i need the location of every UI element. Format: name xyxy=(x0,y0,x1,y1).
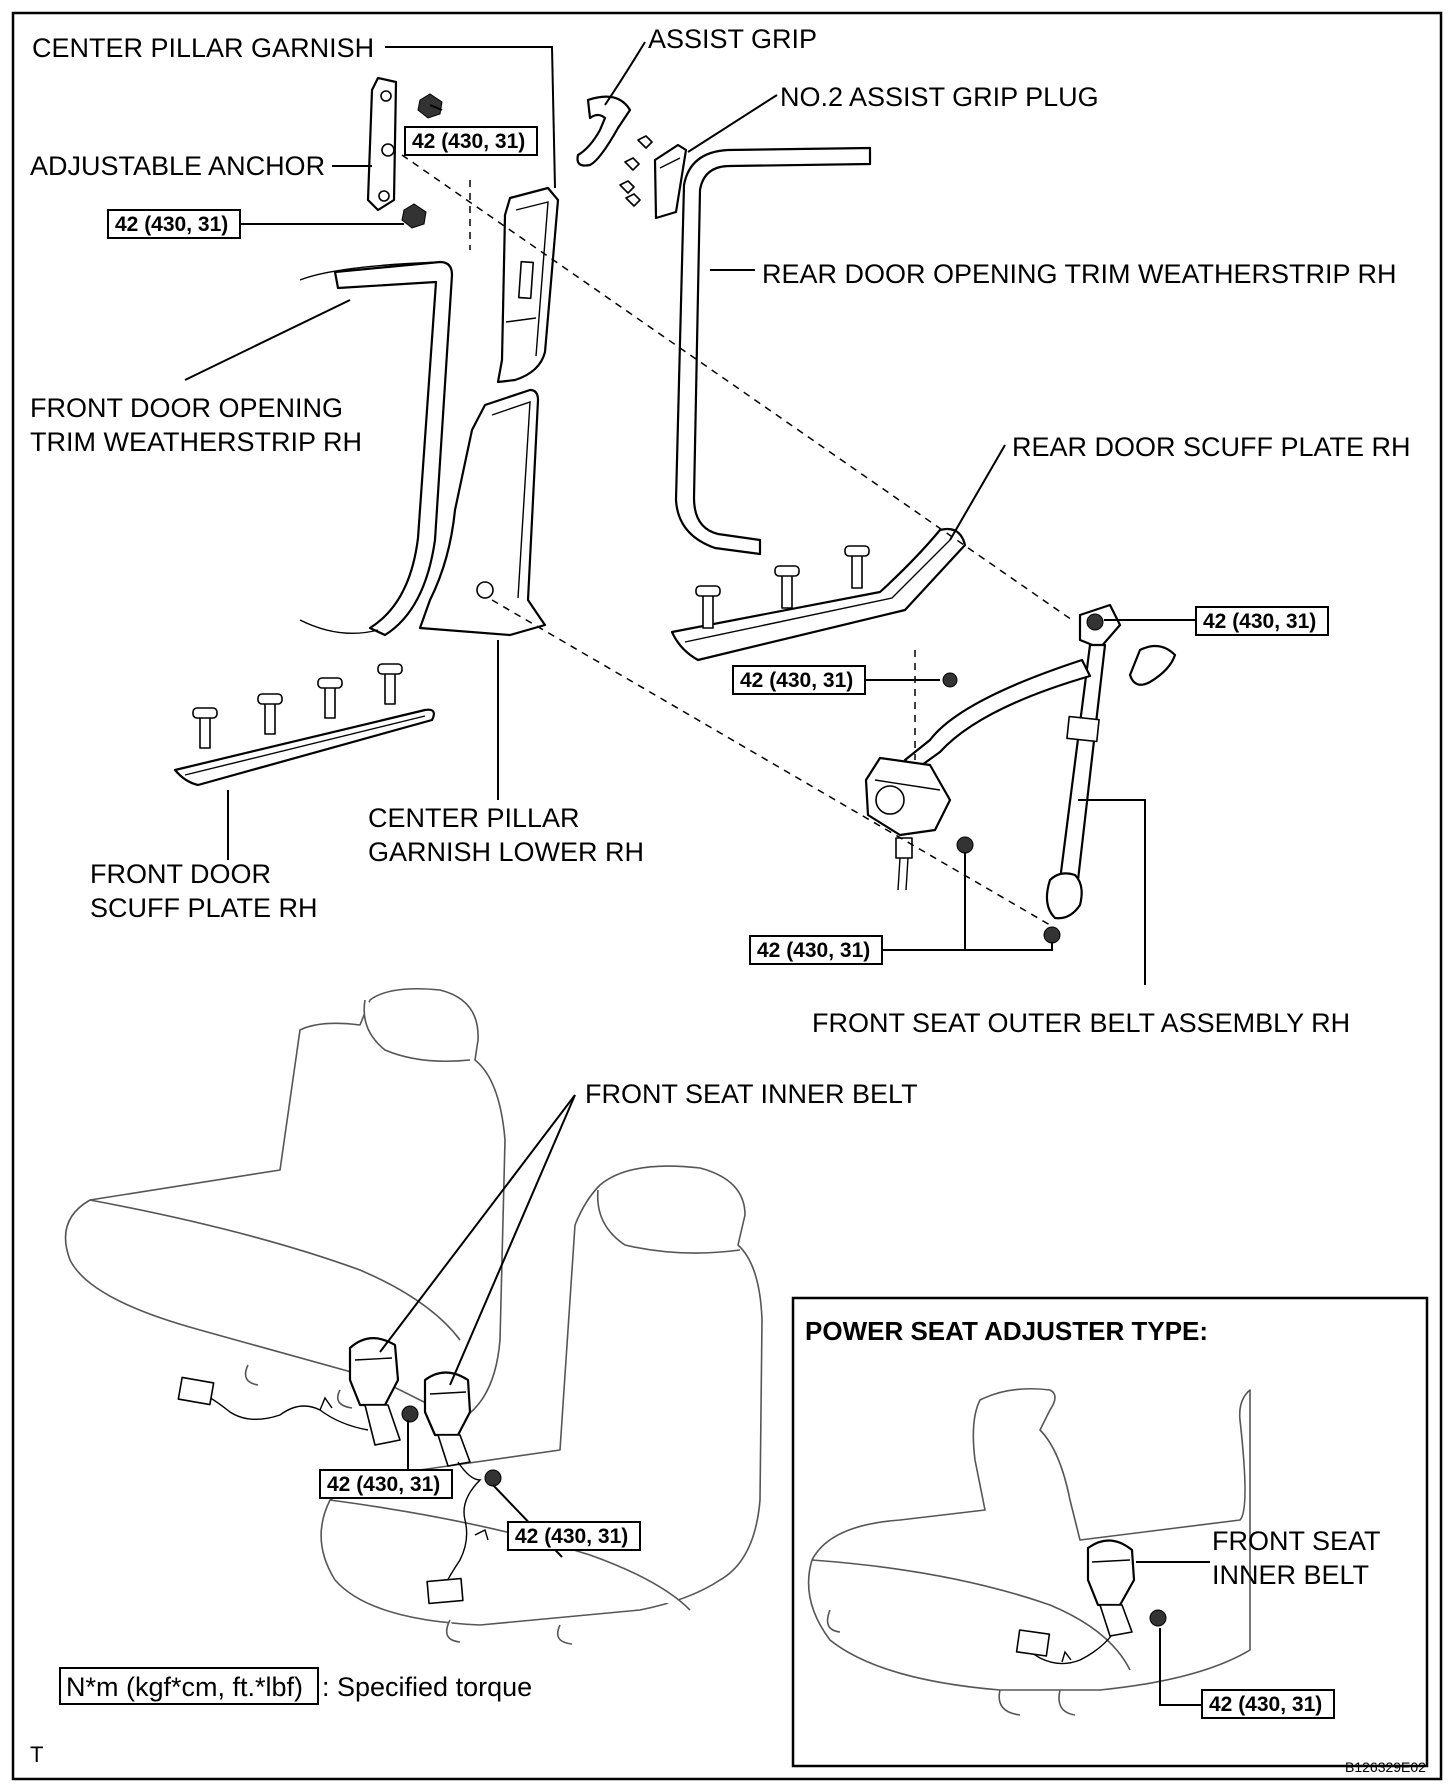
torque-spec-adjustable-anchor-bottom: 42 (430, 31) xyxy=(107,209,241,239)
label-inset-inner-belt-line2: INNER BELT xyxy=(1212,1560,1369,1590)
legend-box-text: N*m (kgf*cm, ft.*lbf) xyxy=(66,1672,303,1702)
svg-text:42 (430, 31): 42 (430, 31) xyxy=(757,939,870,962)
label-front-door-scuff-line2: SCUFF PLATE RH xyxy=(90,893,318,923)
torque-legend: N*m (kgf*cm, ft.*lbf) : Specified torque xyxy=(59,1667,532,1705)
inset-inner-belt xyxy=(1015,1539,1167,1665)
label-center-pillar-garnish: CENTER PILLAR GARNISH xyxy=(32,33,374,63)
label-center-pillar-lower-line1: CENTER PILLAR xyxy=(368,803,580,833)
svg-text:42 (430, 31): 42 (430, 31) xyxy=(1209,1693,1322,1716)
label-center-pillar-lower-line2: GARNISH LOWER RH xyxy=(368,837,644,867)
svg-text:42 (430, 31): 42 (430, 31) xyxy=(115,213,228,236)
svg-text:42 (430, 31): 42 (430, 31) xyxy=(327,1473,440,1496)
label-front-door-opening-trim-line1: FRONT DOOR OPENING xyxy=(30,393,343,423)
svg-text:42 (430, 31): 42 (430, 31) xyxy=(740,669,853,692)
inset-seat xyxy=(807,1387,1251,1716)
label-assist-grip: ASSIST GRIP xyxy=(648,24,817,54)
inset-title: POWER SEAT ADJUSTER TYPE: xyxy=(805,1316,1208,1346)
torque-spec-inner-belt-left: 42 (430, 31) xyxy=(319,1469,453,1499)
torque-spec-belt-retractor: 42 (430, 31) xyxy=(732,665,866,695)
diagram-frame xyxy=(11,11,1443,1781)
rear-door-opening-trim-weatherstrip xyxy=(674,146,872,556)
no2-assist-grip-plug xyxy=(619,143,688,220)
front-seat-inner-belt-right xyxy=(423,1371,502,1605)
leader-lines xyxy=(184,41,1196,985)
center-pillar-garnish xyxy=(496,186,560,384)
front-seat-inner-belt-left xyxy=(177,1337,419,1446)
corner-mark: T xyxy=(30,1742,43,1767)
label-no2-assist-grip-plug: NO.2 ASSIST GRIP PLUG xyxy=(780,82,1099,112)
label-front-door-opening-trim-line2: TRIM WEATHERSTRIP RH xyxy=(30,427,362,457)
front-door-scuff-plate xyxy=(173,663,435,787)
label-inset-inner-belt-line1: FRONT SEAT xyxy=(1212,1526,1381,1556)
torque-spec-belt-upper: 42 (430, 31) xyxy=(1195,606,1329,636)
front-door-opening-trim-weatherstrip xyxy=(299,260,454,637)
figure-id: B126329E02 xyxy=(1345,1759,1426,1775)
inset-leader-lines xyxy=(1136,1561,1210,1706)
label-adjustable-anchor: ADJUSTABLE ANCHOR xyxy=(30,151,325,181)
svg-text:42 (430, 31): 42 (430, 31) xyxy=(412,130,525,153)
front-seat-outer-belt-assembly xyxy=(864,603,1177,944)
alignment-lines xyxy=(401,154,1073,926)
torque-spec-adjustable-anchor-top: 42 (430, 31) xyxy=(404,126,538,156)
label-front-door-scuff-line1: FRONT DOOR xyxy=(90,859,271,889)
rear-door-scuff-plate xyxy=(670,527,967,662)
torque-spec-inner-belt-right: 42 (430, 31) xyxy=(507,1521,641,1551)
svg-text:42 (430, 31): 42 (430, 31) xyxy=(1203,610,1316,633)
label-rear-door-opening-trim: REAR DOOR OPENING TRIM WEATHERSTRIP RH xyxy=(762,259,1397,289)
svg-text:42 (430, 31): 42 (430, 31) xyxy=(515,1525,628,1548)
label-front-seat-inner-belt: FRONT SEAT INNER BELT xyxy=(585,1079,918,1109)
label-front-seat-outer-belt: FRONT SEAT OUTER BELT ASSEMBLY RH xyxy=(812,1008,1350,1038)
front-seat-left xyxy=(64,987,506,1421)
torque-spec-inset: 42 (430, 31) xyxy=(1201,1689,1335,1719)
legend-description: : Specified torque xyxy=(322,1672,532,1702)
center-pillar-garnish-lower xyxy=(418,388,547,637)
torque-spec-belt-lower: 42 (430, 31) xyxy=(749,935,883,965)
assist-grip xyxy=(576,95,653,171)
front-seat-right xyxy=(320,1165,763,1645)
label-rear-door-scuff-plate: REAR DOOR SCUFF PLATE RH xyxy=(1012,432,1411,462)
